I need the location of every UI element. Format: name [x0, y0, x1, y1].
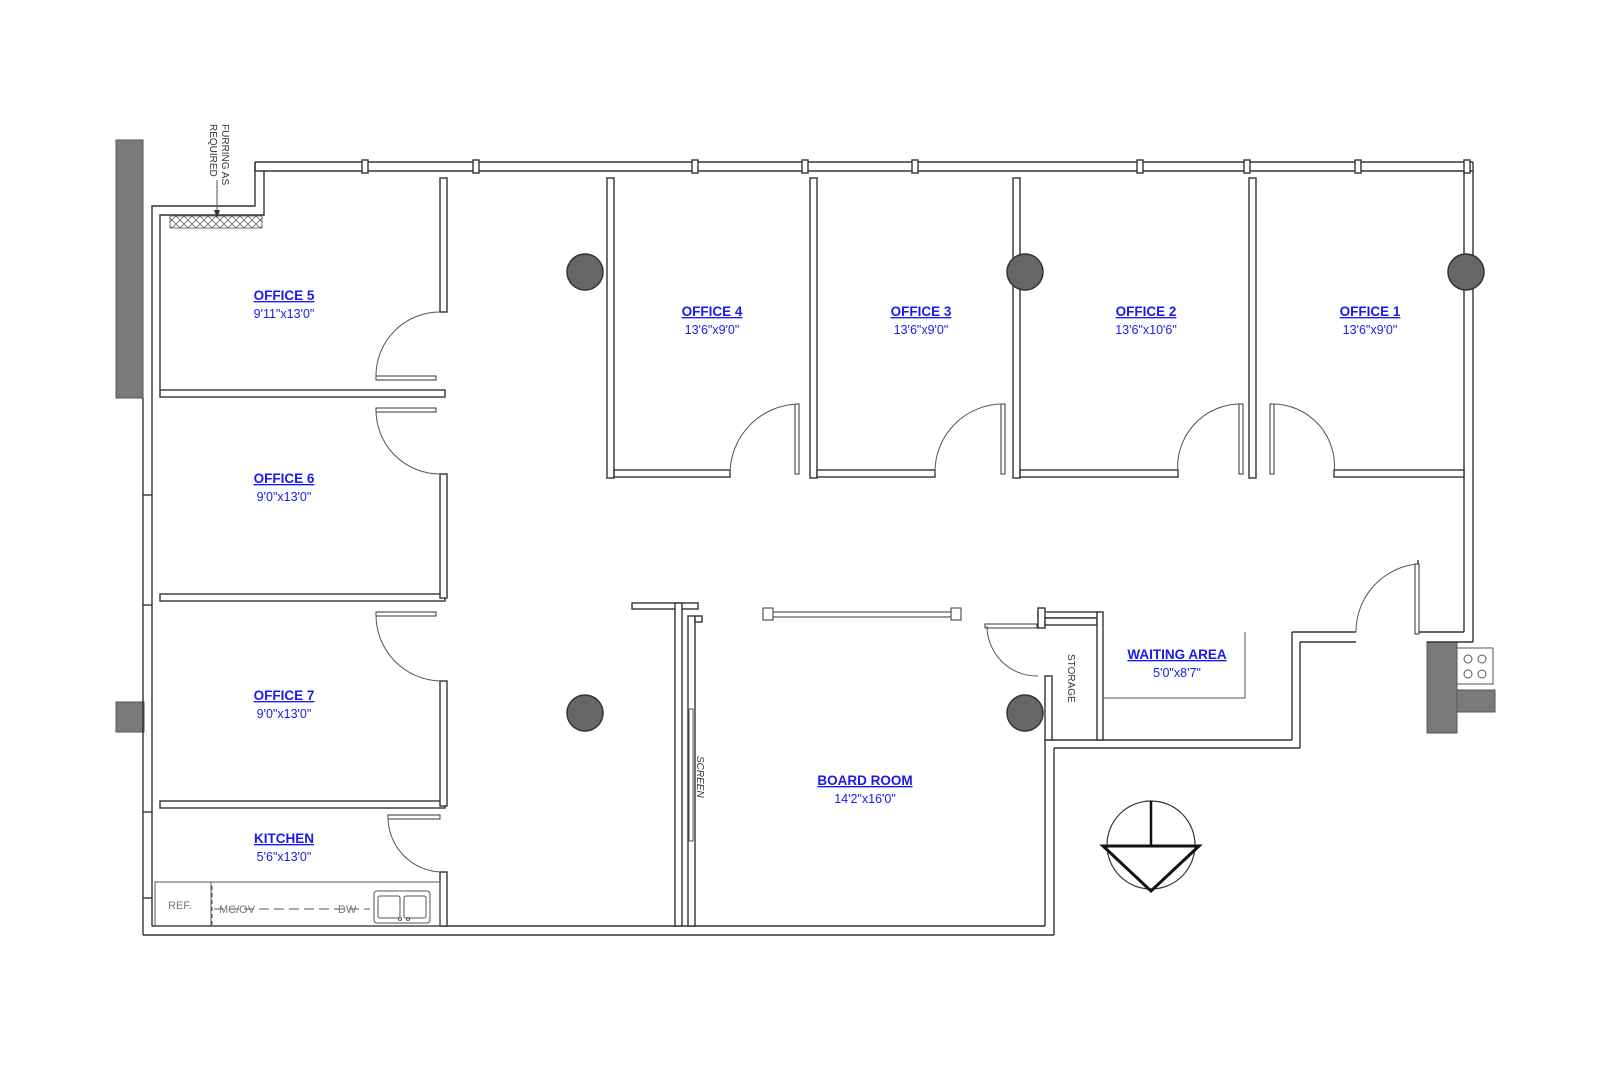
masonry-right [1426, 641, 1458, 734]
left-partitions [159, 177, 448, 927]
room-dim-office4: 13'6"x9'0" [685, 323, 740, 337]
furring-note-line1: FURRING AS [219, 124, 230, 185]
room-name-office3: OFFICE 3 [891, 304, 952, 319]
reception-counter [1103, 632, 1246, 699]
door-office1 [1271, 403, 1335, 475]
door-office2 [1177, 403, 1242, 475]
stove-icon [1456, 647, 1494, 685]
column [566, 694, 604, 732]
room-name-office2: OFFICE 2 [1116, 304, 1177, 319]
room-name-office1: OFFICE 1 [1340, 304, 1401, 319]
appliance-dw: DW [338, 904, 357, 916]
exterior-structure [115, 139, 1496, 936]
room-name-office5: OFFICE 5 [254, 288, 315, 303]
door-office4 [729, 403, 798, 475]
sink-icon [373, 890, 431, 924]
refrigerator [154, 881, 212, 927]
room-name-office4: OFFICE 4 [682, 304, 743, 319]
masonry-left-upper [115, 139, 144, 399]
door-boardroom [986, 625, 1039, 677]
north-arrow-icon [1099, 800, 1203, 894]
appliance-mcov: MC/OV [219, 904, 256, 916]
room-name-boardroom: BOARD ROOM [817, 773, 912, 788]
left-doors [375, 311, 441, 873]
window-mullions-top [361, 159, 1471, 174]
door-entry [1355, 563, 1418, 633]
board-room-walls [631, 602, 1246, 927]
door-kitchen [387, 816, 441, 873]
door-office6 [375, 409, 441, 475]
room-name-kitchen: KITCHEN [254, 831, 314, 846]
kitchen-counter: REF. MC/OV DW [154, 881, 441, 927]
structural-columns [566, 253, 1485, 732]
room-dim-waiting: 5'0"x8'7" [1153, 666, 1201, 680]
top-doors [729, 403, 1418, 633]
door-office5 [375, 311, 441, 379]
room-dim-office3: 13'6"x9'0" [894, 323, 949, 337]
screen-line [688, 708, 694, 842]
column [1006, 253, 1044, 291]
door-office3 [934, 403, 1004, 475]
appliance-ref: REF. [168, 900, 192, 912]
furring-hatch [169, 215, 263, 229]
furring-note-line2: REQUIRED [207, 124, 218, 177]
column [1447, 253, 1485, 291]
door-office7 [375, 613, 441, 682]
room-dim-office6: 9'0"x13'0" [257, 490, 312, 504]
whiteboard [762, 611, 962, 618]
column [1006, 694, 1044, 732]
room-dim-boardroom: 14'2"x16'0" [834, 792, 896, 806]
room-dim-office2: 13'6"x10'6" [1115, 323, 1177, 337]
furring-note: FURRING AS REQUIRED [207, 124, 230, 218]
room-name-office7: OFFICE 7 [254, 688, 315, 703]
room-name-office6: OFFICE 6 [254, 471, 315, 486]
room-dim-office7: 9'0"x13'0" [257, 707, 312, 721]
storage-label: STORAGE [1065, 654, 1076, 703]
room-name-waiting: WAITING AREA [1127, 647, 1226, 662]
screen-label: SCREEN [694, 756, 705, 798]
masonry-right-ledge [1456, 689, 1496, 713]
room-dim-kitchen: 5'6"x13'0" [257, 850, 312, 864]
column [566, 253, 604, 291]
room-dim-office1: 13'6"x9'0" [1343, 323, 1398, 337]
room-dim-office5: 9'11"x13'0" [254, 307, 315, 321]
top-partitions [606, 177, 1465, 635]
masonry-left-lower [115, 701, 145, 733]
room-labels: OFFICE 5 9'11"x13'0" OFFICE 6 9'0"x13'0"… [254, 288, 1401, 864]
